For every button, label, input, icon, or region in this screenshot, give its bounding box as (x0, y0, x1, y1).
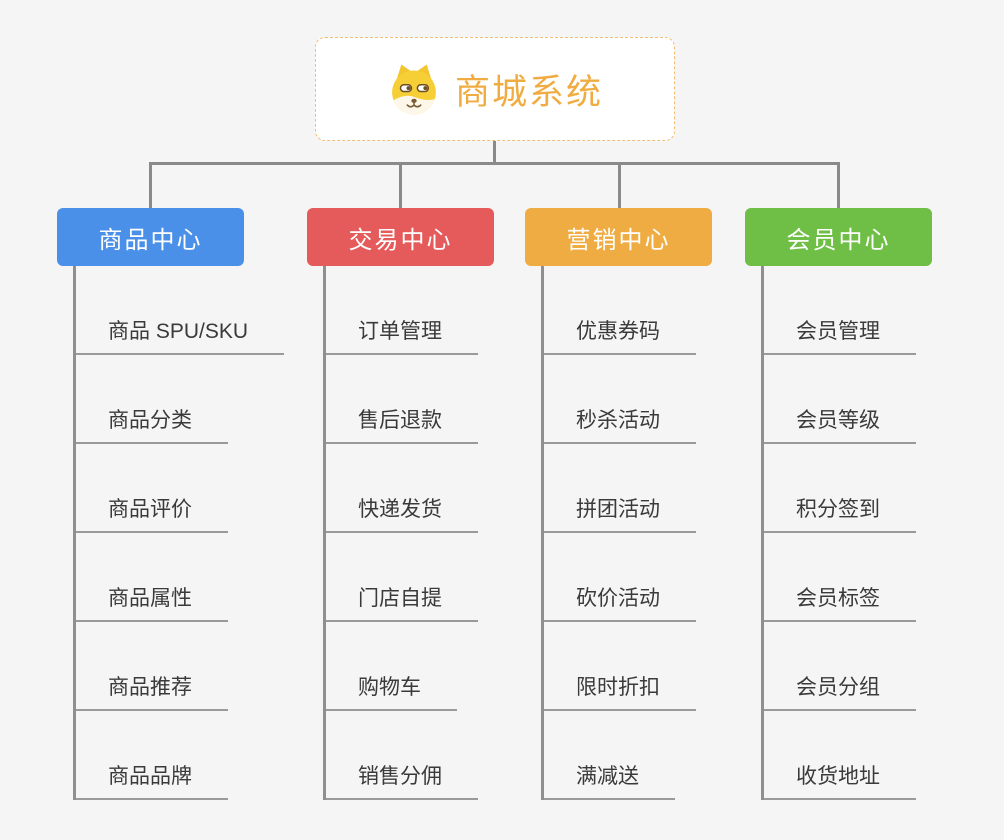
branch-item-label: 满减送 (576, 765, 639, 788)
branch-column: 交易中心 订单管理 售后退款 快递发货 门店自提 购物车 (307, 208, 494, 800)
connector-bus (149, 162, 840, 165)
branch-item-label: 商品 SPU/SKU (108, 320, 249, 343)
root-title: 商城系统 (454, 72, 603, 112)
branch-item-label: 快递发货 (358, 498, 442, 521)
branch-item[interactable]: 快递发货 (326, 444, 478, 533)
branch-item-label: 购物车 (358, 676, 421, 699)
branch-item[interactable]: 购物车 (326, 622, 457, 711)
branch-item-label: 砍价活动 (576, 587, 660, 610)
connector-drop-4 (837, 164, 840, 208)
branch-item[interactable]: 门店自提 (326, 533, 478, 622)
branch-column: 营销中心 优惠券码 秒杀活动 拼团活动 砍价活动 限时折扣 (525, 208, 712, 800)
branch-item[interactable]: 满减送 (544, 711, 675, 800)
branch-item[interactable]: 商品 SPU/SKU (76, 266, 285, 355)
branch-item[interactable]: 砍价活动 (544, 533, 696, 622)
branch-item[interactable]: 商品评价 (76, 444, 228, 533)
branch-item-label: 会员标签 (796, 587, 880, 610)
branch-header[interactable]: 交易中心 (307, 208, 494, 266)
branch-item-label: 优惠券码 (576, 320, 660, 343)
doge-icon (392, 64, 436, 115)
branch-item-label: 会员等级 (796, 409, 880, 432)
branch-item-label: 限时折扣 (576, 676, 660, 699)
branch-header[interactable]: 商品中心 (57, 208, 244, 266)
branch-item[interactable]: 商品品牌 (76, 711, 228, 800)
branch-item[interactable]: 拼团活动 (544, 444, 696, 533)
connector-drop-1 (149, 164, 152, 208)
branch-column: 商品中心 商品 SPU/SKU 商品分类 商品评价 商品属性 商品推荐 (57, 208, 285, 800)
branch-item[interactable]: 会员管理 (764, 266, 916, 355)
branch-item-list: 商品 SPU/SKU 商品分类 商品评价 商品属性 商品推荐 商品品牌 (73, 266, 285, 800)
branch-item[interactable]: 优惠券码 (544, 266, 696, 355)
branch-item[interactable]: 订单管理 (326, 266, 478, 355)
branch-item-label: 积分签到 (796, 498, 880, 521)
branch-item-label: 商品分类 (108, 409, 192, 432)
connector-stem (493, 141, 496, 163)
branch-item[interactable]: 商品属性 (76, 533, 228, 622)
branch-item-label: 秒杀活动 (576, 409, 660, 432)
branch-item-label: 商品属性 (108, 587, 192, 610)
branch-header[interactable]: 会员中心 (745, 208, 932, 266)
branch-item-list: 优惠券码 秒杀活动 拼团活动 砍价活动 限时折扣 满减送 (541, 266, 712, 800)
branch-item[interactable]: 会员标签 (764, 533, 916, 622)
branch-item-label: 会员管理 (796, 320, 880, 343)
branch-item-label: 订单管理 (358, 320, 442, 343)
branch-header[interactable]: 营销中心 (525, 208, 712, 266)
branch-item[interactable]: 收货地址 (764, 711, 916, 800)
branch-item-label: 商品推荐 (108, 676, 192, 699)
root-node[interactable]: 商城系统 (315, 37, 675, 141)
branch-item[interactable]: 商品分类 (76, 355, 228, 444)
branch-item-label: 销售分佣 (358, 765, 442, 788)
branch-item-label: 门店自提 (358, 587, 442, 610)
branch-item[interactable]: 限时折扣 (544, 622, 696, 711)
branch-item[interactable]: 秒杀活动 (544, 355, 696, 444)
branch-item[interactable]: 积分签到 (764, 444, 916, 533)
branch-item[interactable]: 销售分佣 (326, 711, 478, 800)
branch-item[interactable]: 售后退款 (326, 355, 478, 444)
connector-drop-2 (399, 164, 402, 208)
branch-item-label: 收货地址 (796, 765, 880, 788)
branch-item-label: 会员分组 (796, 676, 880, 699)
branch-item[interactable]: 商品推荐 (76, 622, 228, 711)
connector-drop-3 (618, 164, 621, 208)
branch-item-label: 售后退款 (358, 409, 442, 432)
branch-item-list: 订单管理 售后退款 快递发货 门店自提 购物车 销售分佣 (323, 266, 494, 800)
branch-item[interactable]: 会员分组 (764, 622, 916, 711)
branch-column: 会员中心 会员管理 会员等级 积分签到 会员标签 会员分组 (745, 208, 932, 800)
branch-item-label: 商品评价 (108, 498, 192, 521)
branch-item-label: 拼团活动 (576, 498, 660, 521)
branch-item-list: 会员管理 会员等级 积分签到 会员标签 会员分组 收货地址 (761, 266, 932, 800)
branch-item[interactable]: 会员等级 (764, 355, 916, 444)
branch-item-label: 商品品牌 (108, 765, 192, 788)
